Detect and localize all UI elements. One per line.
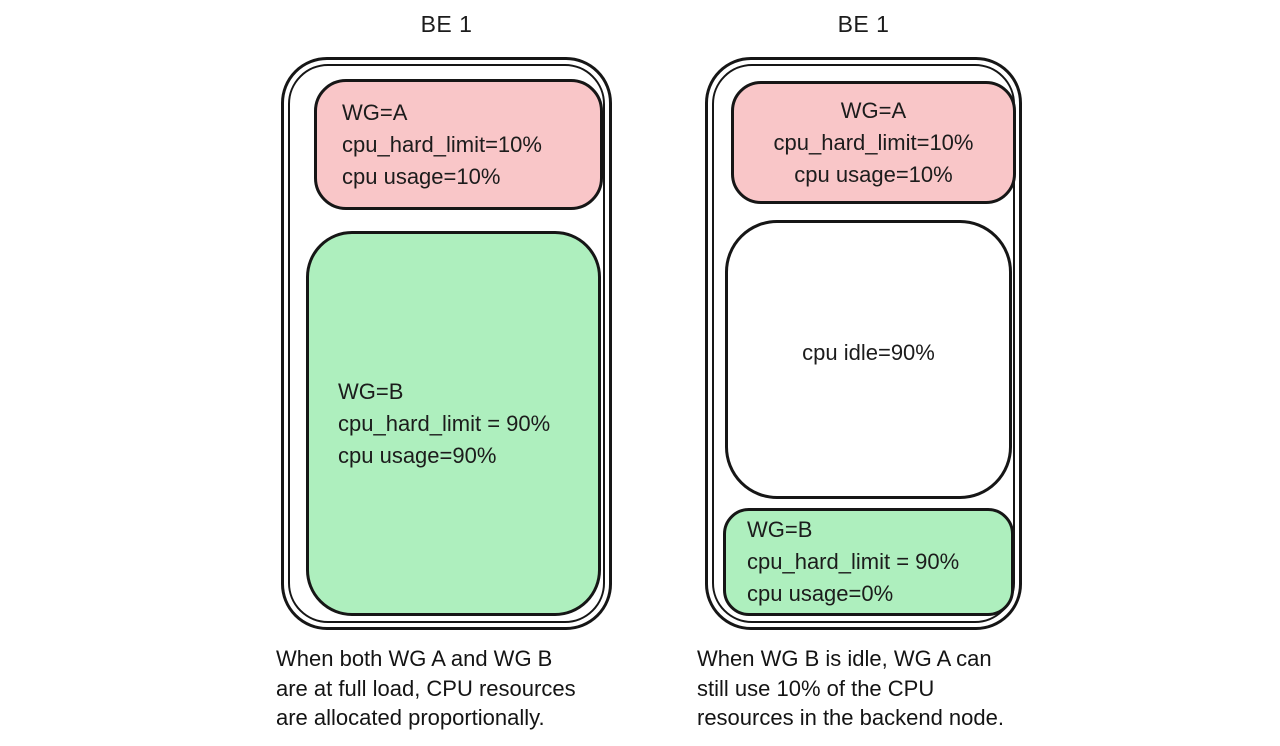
box-text-line: cpu usage=0% (747, 581, 894, 606)
backend-node-right: WG=A cpu_hard_limit=10% cpu usage=10% cp… (705, 57, 1022, 630)
caption-line: are allocated proportionally. (276, 705, 545, 730)
workload-box-wg-a-right: WG=A cpu_hard_limit=10% cpu usage=10% (731, 81, 1016, 204)
caption-line: are at full load, CPU resources (276, 675, 576, 701)
caption-left: When both WG A and WG B are at full load… (276, 644, 576, 733)
box-text-line: cpu_hard_limit=10% (342, 131, 542, 157)
box-text-line: WG=A (342, 99, 408, 125)
box-text-line: cpu_hard_limit = 90% (747, 549, 960, 574)
backend-node-title-right: BE 1 (837, 11, 890, 37)
box-text-line: cpu idle=90% (802, 339, 935, 365)
caption-line: still use 10% of the CPU (697, 675, 935, 701)
box-text-line: WG=B (338, 378, 404, 404)
workload-box-wg-a-left: WG=A cpu_hard_limit=10% cpu usage=10% (314, 79, 603, 210)
caption-right: When WG B is idle, WG A can still use 10… (697, 644, 1004, 733)
box-text-line: cpu usage=10% (794, 161, 953, 187)
workload-box-wg-b-left: WG=B cpu_hard_limit = 90% cpu usage=90% (306, 231, 601, 616)
box-text-line: cpu_hard_limit = 90% (338, 410, 551, 436)
caption-line: resources in the backend node. (697, 705, 1004, 730)
box-text-line: cpu usage=90% (338, 442, 497, 468)
workload-box-wg-b-right: WG=B cpu_hard_limit = 90% cpu usage=0% (723, 508, 1014, 616)
box-text-line: cpu usage=10% (342, 163, 501, 189)
caption-line: When both WG A and WG B (276, 646, 553, 671)
cpu-idle-box: cpu idle=90% (725, 220, 1012, 499)
box-text-line: cpu_hard_limit=10% (773, 129, 974, 155)
backend-node-left: WG=A cpu_hard_limit=10% cpu usage=10% WG… (281, 57, 612, 630)
backend-node-title-left: BE 1 (420, 11, 473, 37)
box-text-line: WG=B (747, 517, 813, 542)
caption-line: When WG B is idle, WG A can (697, 646, 992, 671)
box-text-line: WG=A (840, 97, 907, 123)
